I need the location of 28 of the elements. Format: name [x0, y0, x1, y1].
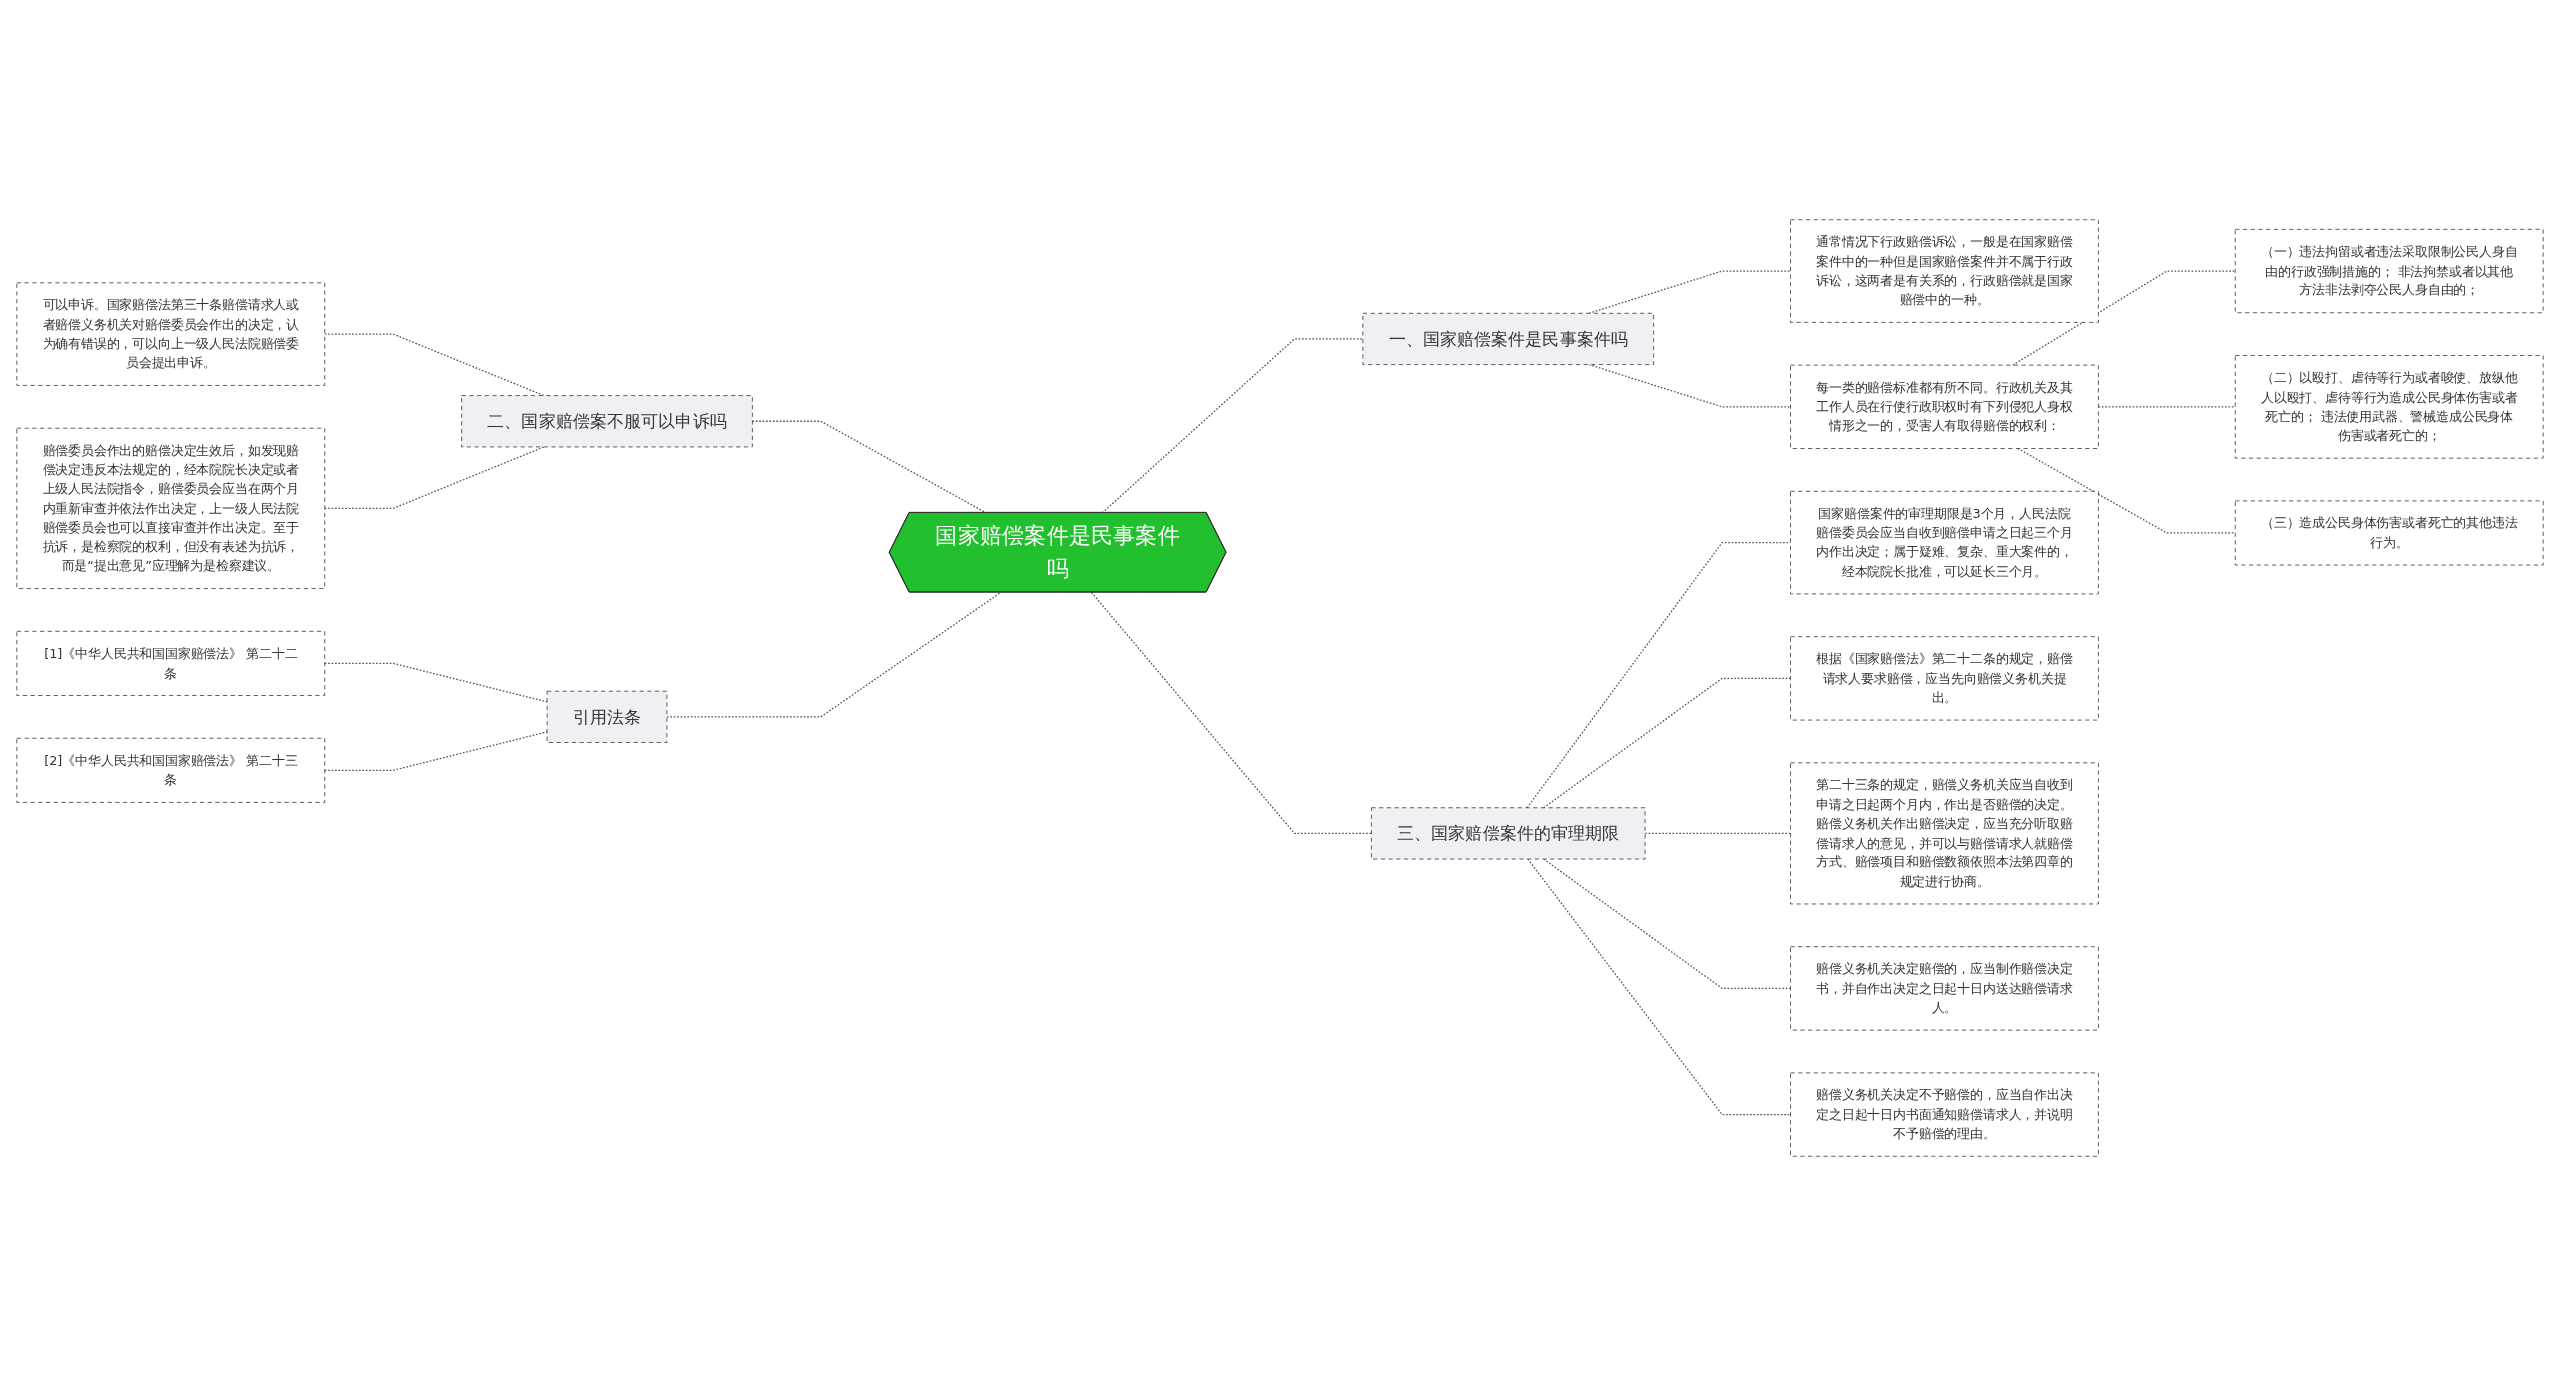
- connector: [324, 731, 548, 771]
- connector: [666, 591, 1002, 718]
- node-box: 赔偿义务机关决定不予赔偿的，应当自作出决定之日起十日内书面通知赔偿请求人，并说明不予赔偿的理由。: [1790, 1072, 2099, 1157]
- connector: [2017, 447, 2236, 534]
- node-box: 赔偿义务机关决定赔偿的，应当制作赔偿决定书，并自作出决定之日起十日内送达赔偿请求人。: [1790, 946, 2099, 1031]
- node-box: 根据《国家赔偿法》第二十二条的规定，赔偿请求人要求赔偿，应当先向赔偿义务机关提出。: [1790, 636, 2099, 721]
- node-box: 引用法条: [546, 690, 668, 743]
- connector: [2097, 406, 2236, 408]
- node-box: 可以申诉。国家赔偿法第三十条赔偿请求人或者赔偿义务机关对赔偿委员会作出的决定，认为确有错误的，可以向上一级人民法院赔偿委员会提出申诉。: [16, 282, 326, 386]
- node-box: 赔偿委员会作出的赔偿决定生效后，如发现赔偿决定违反本法规定的，经本院院长决定或者上级人民法院指令，赔偿委员会应当在两个月内重新审查并依法作出决定，上一级人民法院赔偿委员会也可以直接审查并作出决定。至于抗诉，是检察院的权利，但没有表述为抗诉，而是“提出意见”应理解为是检察建议。: [16, 427, 326, 589]
- connector: [1527, 858, 1792, 1116]
- node-box: [2]《中华人民共和国国家赔偿法》 第二十三条: [16, 737, 326, 803]
- connector: [1526, 541, 1792, 809]
- node-box: 每一类的赔偿标准都有所不同。行政机关及其工作人员在行使行政职权时有下列侵犯人身权情形之一的，受害人有取得赔偿的权利：: [1790, 364, 2099, 449]
- connector: [324, 662, 548, 703]
- node-box: 三、国家赔偿案件的审理期限: [1371, 807, 1646, 860]
- node-box: 国家赔偿案件的审理期限是3个月，人民法院赔偿委员会应当自收到赔偿申请之日起三个月内作出决定；属于疑难、复杂、重大案件的，经本院院长批准，可以延长三个月。: [1790, 490, 2099, 595]
- node-box: 二、国家赔偿案不服可以申诉吗: [461, 395, 753, 448]
- connector: [1101, 338, 1364, 514]
- node-box: [1]《中华人民共和国国家赔偿法》 第二十二条: [16, 630, 326, 696]
- node-box: （二）以殴打、虐待等行为或者唆使、放纵他人以殴打、虐待等行为造成公民身体伤害或者死亡的； 违法使用武器、警械造成公民身体伤害或者死亡的；: [2234, 355, 2544, 459]
- node-box: （一）违法拘留或者违法采取限制公民人身自由的行政强制措施的； 非法拘禁或者以其他方法非法剥夺公民人身自由的；: [2234, 228, 2544, 314]
- node-box: 第二十三条的规定，赔偿义务机关应当自收到申请之日起两个月内，作出是否赔偿的决定。赔偿义务机关作出赔偿决定，应当充分听取赔偿请求人的意见，并可以与赔偿请求人就赔偿方式、赔偿项目和赔偿数额依照本法第四章的规定进行协商。: [1790, 762, 2099, 905]
- node-box: （三）造成公民身体伤害或者死亡的其他违法行为。: [2234, 500, 2544, 566]
- connector: [2012, 270, 2236, 366]
- node-box: 通常情况下行政赔偿诉讼，一般是在国家赔偿案件中的一种但是国家赔偿案件并不属于行政诉讼，这两者是有关系的，行政赔偿就是国家赔偿中的一种。: [1790, 219, 2099, 323]
- node-box: 一、国家赔偿案件是民事案件吗: [1362, 312, 1655, 365]
- connector: [324, 446, 545, 510]
